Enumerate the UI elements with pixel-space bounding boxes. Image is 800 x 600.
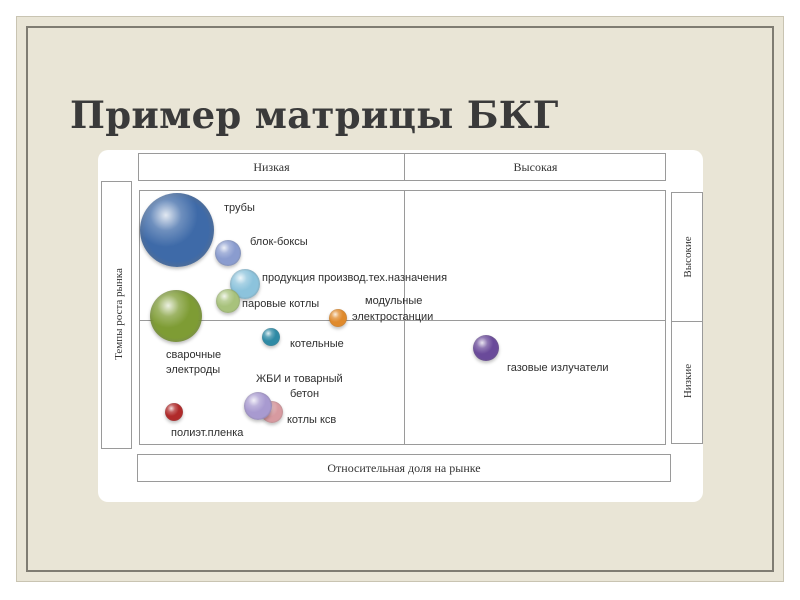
top-axis-header: Низкая Высокая — [138, 153, 666, 181]
label-welding-line2: электроды — [166, 364, 221, 376]
bubble-welding — [150, 290, 202, 342]
label-boilers-steam: паровые котлы — [242, 298, 320, 310]
label-welding-line1: сварочные — [166, 349, 222, 361]
label-boiler-houses: котельные — [290, 338, 344, 350]
bubble-boiler-houses — [262, 328, 280, 346]
x-axis-label: Относительная доля на рынке — [327, 460, 481, 475]
grid-horizontal-divider — [140, 320, 665, 321]
bubble-concrete — [244, 392, 272, 420]
top-high-label: Высокая — [513, 159, 558, 174]
right-axis-header: Высокие Низкие — [671, 192, 703, 444]
slide-frame — [26, 26, 774, 572]
label-gas: газовые излучатели — [507, 362, 609, 374]
bubble-boilers-steam — [216, 289, 240, 313]
top-header-divider — [404, 154, 405, 180]
matrix-grid — [139, 190, 666, 445]
right-header-divider — [672, 321, 702, 322]
label-boilers-ksv: котлы ксв — [287, 414, 337, 426]
right-low-label: Низкие — [682, 363, 694, 399]
slide-title: Пример матрицы БКГ — [70, 93, 559, 137]
right-high-label: Высокие — [682, 236, 694, 278]
label-modular-line2: электростанции — [352, 311, 434, 323]
bubble-pipes — [140, 193, 214, 267]
label-film: полиэт.пленка — [171, 427, 244, 439]
y-axis-header: Темпы роста рынка — [101, 181, 132, 449]
y-axis-label: Темпы роста рынка — [113, 268, 125, 360]
label-block-boxes: блок-боксы — [250, 236, 308, 248]
label-modular-line1: модульные — [365, 295, 423, 307]
top-low-label: Низкая — [253, 159, 290, 174]
label-industrial: продукция производ.тех.назначения — [262, 272, 448, 284]
bubble-film — [165, 403, 183, 421]
label-concrete-line1: ЖБИ и товарный — [256, 373, 343, 385]
label-pipes: трубы — [224, 202, 255, 214]
bubble-gas — [473, 335, 499, 361]
x-axis-header: Относительная доля на рынке — [137, 454, 671, 482]
label-concrete-line2: бетон — [290, 388, 320, 400]
bubble-block-boxes — [215, 240, 241, 266]
bubble-modular — [329, 309, 347, 327]
grid-vertical-divider — [404, 191, 405, 444]
